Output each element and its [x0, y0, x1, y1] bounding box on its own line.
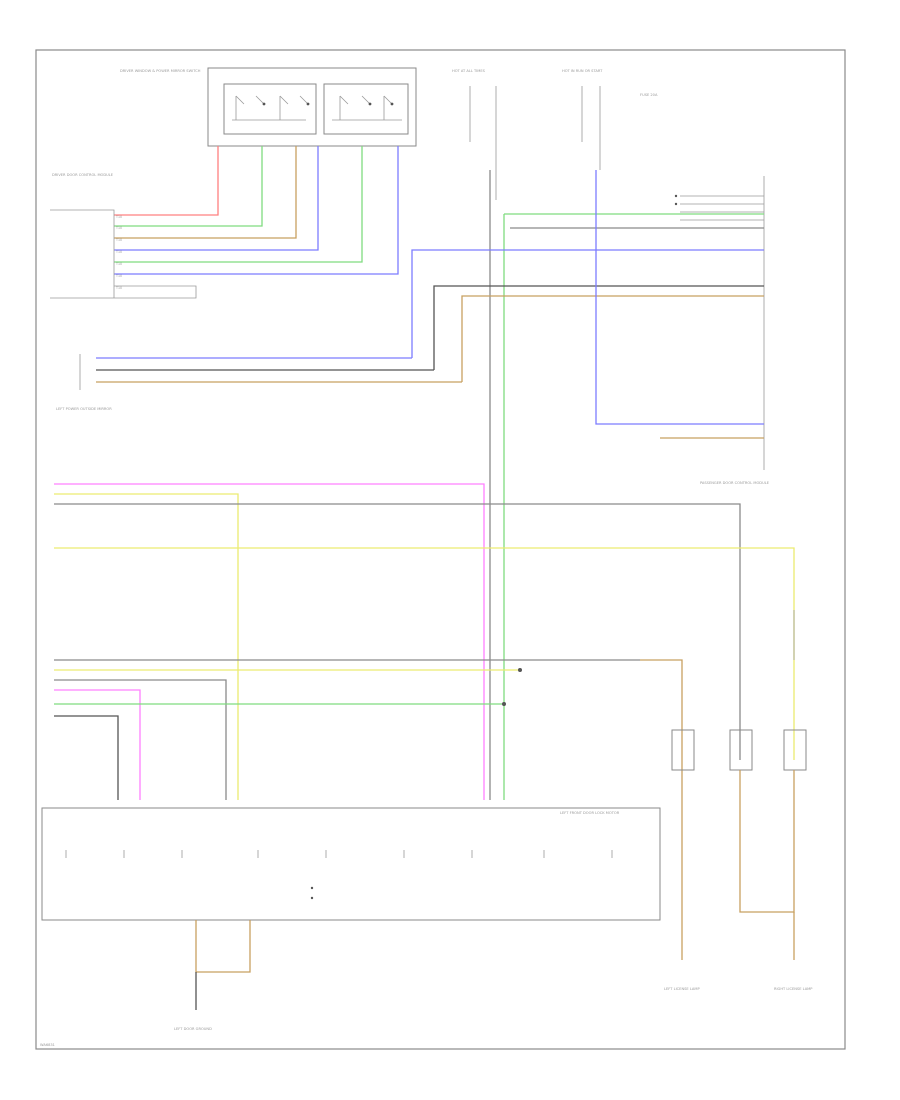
switch-title: DRIVER WINDOW & POWER MIRROR SWITCH — [120, 69, 201, 73]
left-mirror-connector: LEFT POWER OUTSIDE MIRROR — [56, 354, 112, 411]
wire-brown-a — [114, 146, 297, 239]
svg-text:T10: T10 — [115, 274, 122, 278]
wire-blue-b — [114, 146, 399, 275]
svg-text:LEFT FRONT DOOR LOCK MOTOR: LEFT FRONT DOOR LOCK MOTOR — [560, 811, 620, 815]
right-connector: PASSENGER DOOR CONTROL MODULE — [674, 176, 770, 485]
wire-blue-vert — [595, 170, 764, 425]
svg-text:LEFT LICENSE LAMP: LEFT LICENSE LAMP — [664, 987, 700, 991]
wire-dark-long — [433, 285, 764, 370]
fuse-a-label: HOT AT ALL TIMES — [452, 69, 486, 73]
mirror-switch: DRIVER WINDOW & POWER MIRROR SWITCH — [120, 67, 417, 147]
wire-yellow-long — [54, 547, 795, 760]
wire-gray-long — [54, 503, 741, 760]
svg-text:PASSENGER DOOR CONTROL MODULE: PASSENGER DOOR CONTROL MODULE — [700, 481, 770, 485]
svg-text:LEFT POWER OUTSIDE MIRROR: LEFT POWER OUTSIDE MIRROR — [56, 407, 112, 411]
wire-red — [114, 146, 219, 216]
wire-brown-bottom — [195, 920, 251, 973]
footer-code: WA6831 — [40, 1043, 55, 1047]
right-lamps: LEFT LICENSE LAMP RIGHT LICENSE LAMP — [664, 610, 813, 991]
wire-blue-long — [411, 249, 764, 358]
wire-blue-a — [114, 146, 319, 251]
svg-text:T10: T10 — [115, 262, 122, 266]
wire-gray-c — [54, 679, 227, 800]
svg-text:RIGHT LICENSE LAMP: RIGHT LICENSE LAMP — [774, 987, 813, 991]
wire-brown-long — [461, 295, 764, 382]
wire-green-b — [114, 146, 363, 263]
wire-pink-b — [54, 689, 141, 800]
bottom-ground-label: LEFT DOOR GROUND — [174, 1027, 212, 1031]
svg-text:T10: T10 — [115, 226, 122, 230]
wire-green-a — [114, 146, 263, 227]
diagram-frame — [35, 49, 846, 1050]
wire-pink — [54, 483, 485, 800]
svg-text:DRIVER DOOR CONTROL MODULE: DRIVER DOOR CONTROL MODULE — [52, 173, 114, 177]
wire-yellow-a — [54, 493, 239, 800]
fuse-c-label: FUSE 20A — [640, 93, 658, 97]
bottom-module: LEFT FRONT DOOR LOCK MOTOR — [41, 807, 661, 921]
svg-text:T10: T10 — [115, 286, 122, 290]
wire-brown-b — [640, 659, 683, 920]
svg-text:T10: T10 — [115, 215, 122, 219]
svg-text:T10: T10 — [115, 238, 122, 242]
svg-text:T10: T10 — [115, 250, 122, 254]
wire-gray-d — [54, 715, 119, 800]
fuse-b-label: HOT IN RUN OR START — [562, 69, 603, 73]
door-module-connector: DRIVER DOOR CONTROL MODULE T10 T10 T10 T… — [50, 173, 122, 298]
